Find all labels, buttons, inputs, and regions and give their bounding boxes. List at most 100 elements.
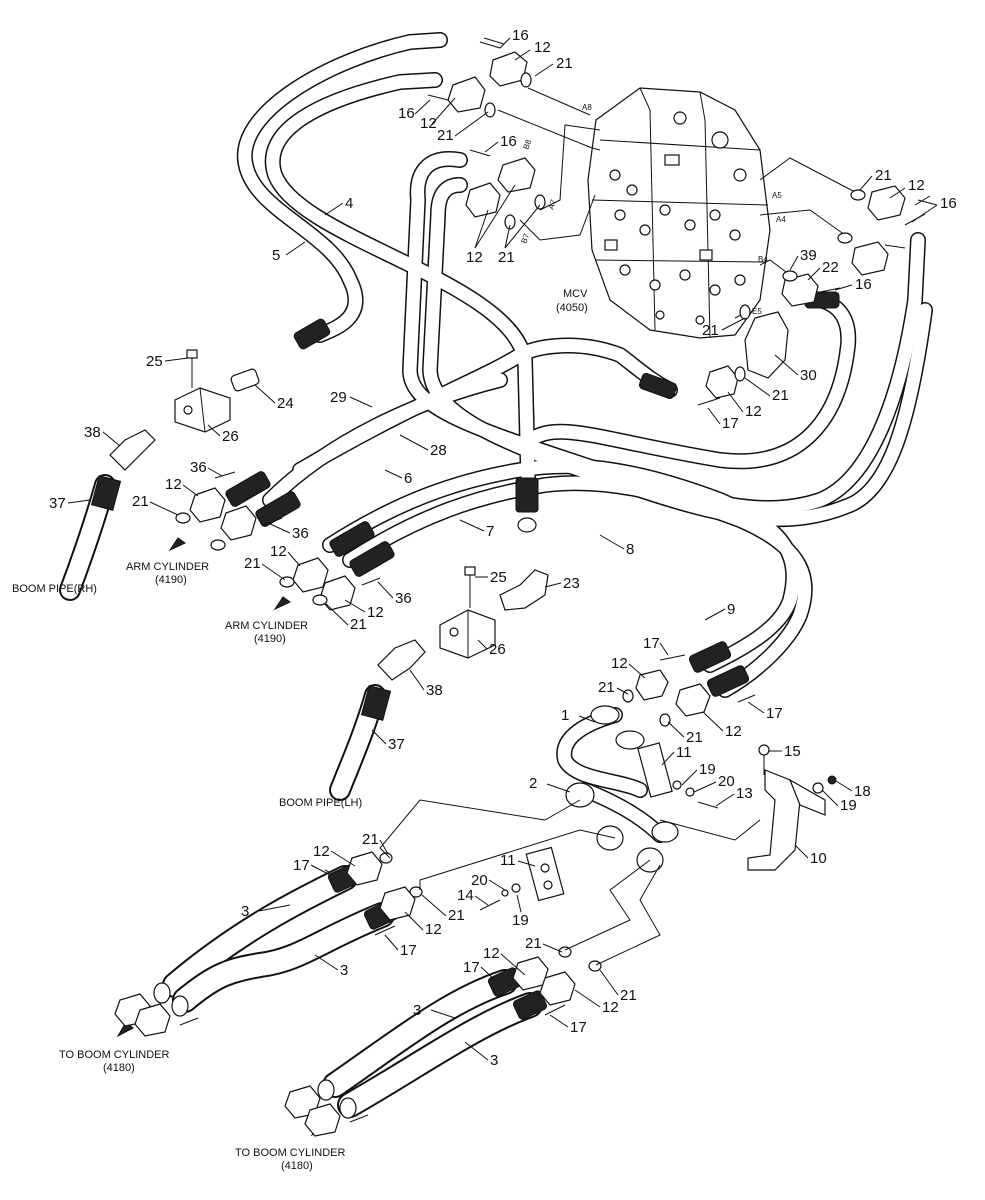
callout-11: 11 <box>500 852 516 869</box>
callout-21: 21 <box>437 127 454 144</box>
callout-14: 14 <box>457 887 474 904</box>
arm-cylinder-code: (4190) <box>254 633 286 645</box>
boom-cylinder-hoses <box>153 851 576 1119</box>
callout-5: 5 <box>272 247 280 264</box>
callout-12: 12 <box>908 177 925 194</box>
port-a8: A8 <box>582 103 592 112</box>
callout-21: 21 <box>875 167 892 184</box>
callout-38: 38 <box>84 424 101 441</box>
boom-cylinder-code: (4180) <box>103 1062 135 1074</box>
callout-38: 38 <box>426 682 443 699</box>
callout-15: 15 <box>784 743 801 760</box>
boom-cylinder-flanges <box>114 993 369 1137</box>
port-a5: A5 <box>772 191 782 200</box>
callout-19: 19 <box>512 912 529 929</box>
callout-36: 36 <box>395 590 412 607</box>
callout-19: 19 <box>840 797 857 814</box>
callout-22: 22 <box>822 259 839 276</box>
boom-pipe-manifold <box>525 705 679 902</box>
callout-28: 28 <box>430 442 447 459</box>
callout-16: 16 <box>855 276 872 293</box>
callout-11: 11 <box>676 744 692 761</box>
callout-2: 2 <box>529 775 537 792</box>
callout-21: 21 <box>525 935 542 952</box>
arm-cylinder-code: (4190) <box>155 574 187 586</box>
callout-36: 36 <box>292 525 309 542</box>
port-b7: B7 <box>519 232 531 245</box>
callout-26: 26 <box>489 641 506 658</box>
boom-cylinder-caption: TO BOOM CYLINDER <box>235 1147 345 1159</box>
mcv-label: MCV <box>563 288 588 300</box>
lower-leader-lines <box>379 799 761 966</box>
callout-16: 16 <box>398 105 415 122</box>
boom-pipe-rh-caption: BOOM PIPE(RH) <box>12 583 97 595</box>
callout-12: 12 <box>367 604 384 621</box>
callout-21: 21 <box>598 679 615 696</box>
callout-21: 21 <box>686 729 703 746</box>
callout-37: 37 <box>49 495 66 512</box>
callout-21: 21 <box>620 987 637 1004</box>
upper-hose-bundle <box>236 32 933 698</box>
callout-6: 6 <box>404 470 412 487</box>
callout-21: 21 <box>362 831 379 848</box>
callout-12: 12 <box>611 655 628 672</box>
callout-16: 16 <box>500 133 517 150</box>
callout-9: 9 <box>727 601 735 618</box>
callout-29: 29 <box>330 389 347 406</box>
boom-pipe-lh-caption: BOOM PIPE(LH) <box>279 797 362 809</box>
callout-12: 12 <box>420 115 437 132</box>
boom-cylinder-code: (4180) <box>281 1160 313 1172</box>
flange-bolts <box>214 37 931 1016</box>
callout-17: 17 <box>643 635 660 652</box>
callout-17: 17 <box>722 415 739 432</box>
callout-21: 21 <box>772 387 789 404</box>
mcv-leader-lines <box>497 87 856 319</box>
main-control-valve: MCV (4050) <box>556 87 771 339</box>
boom-cylinder-caption: TO BOOM CYLINDER <box>59 1049 169 1061</box>
callout-3: 3 <box>413 1002 421 1019</box>
callout-21: 21 <box>448 907 465 924</box>
washers-and-bolts <box>479 775 837 911</box>
callout-12: 12 <box>745 403 762 420</box>
callout-12: 12 <box>466 249 483 266</box>
callout-21: 21 <box>498 249 515 266</box>
callout-21: 21 <box>132 493 149 510</box>
boom-pipe-lh-assembly <box>329 566 549 801</box>
mcv-code: (4050) <box>556 302 588 314</box>
callout-17: 17 <box>463 959 480 976</box>
callout-12: 12 <box>425 921 442 938</box>
callout-12: 12 <box>725 723 742 740</box>
diagram-captions: BOOM PIPE(RH) ARM CYLINDER (4190) ARM CY… <box>12 561 362 1172</box>
callout-3: 3 <box>241 903 249 920</box>
callout-3: 3 <box>340 962 348 979</box>
arm-cylinder-caption: ARM CYLINDER <box>126 561 209 573</box>
callout-19: 19 <box>699 761 716 778</box>
callout-21: 21 <box>350 616 367 633</box>
callout-24: 24 <box>277 395 294 412</box>
port-e5: E5 <box>752 307 762 316</box>
callout-23: 23 <box>563 575 580 592</box>
port-a4: A4 <box>776 215 786 224</box>
callout-16: 16 <box>512 27 529 44</box>
callout-12: 12 <box>534 39 551 56</box>
callout-37: 37 <box>388 736 405 753</box>
callout-17: 17 <box>570 1019 587 1036</box>
port-b8: B8 <box>521 138 533 151</box>
callout-12: 12 <box>602 999 619 1016</box>
callout-21: 21 <box>244 555 261 572</box>
callout-3: 3 <box>490 1052 498 1069</box>
callout-10: 10 <box>810 850 827 867</box>
callout-25: 25 <box>490 569 507 586</box>
callout-1: 1 <box>561 707 569 724</box>
callout-12: 12 <box>165 476 182 493</box>
port-b4: B4 <box>758 255 768 264</box>
callout-12: 12 <box>270 543 287 560</box>
callout-17: 17 <box>400 942 417 959</box>
callout-7: 7 <box>486 523 494 540</box>
callout-8: 8 <box>626 541 634 558</box>
callout-leaders <box>67 37 938 1061</box>
callout-20: 20 <box>471 872 488 889</box>
callout-numbers: 16 12 21 16 12 21 16 12 21 4 5 21 12 16 … <box>49 27 957 1069</box>
callout-26: 26 <box>222 428 239 445</box>
